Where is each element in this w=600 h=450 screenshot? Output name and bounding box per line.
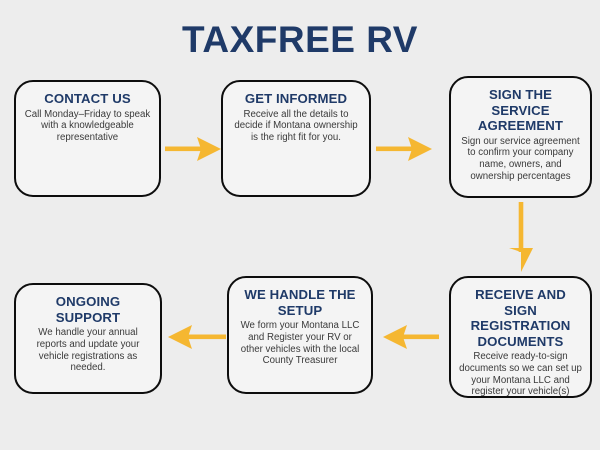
- step-heading: ONGOING SUPPORT: [55, 294, 121, 325]
- step-body: Call Monday–Friday to speak with a knowl…: [24, 108, 151, 144]
- page-title: TAXFREE RV: [182, 19, 418, 60]
- arrow-right-icon: [376, 132, 432, 166]
- step-box-contact-us: CONTACT US Call Monday–Friday to speak w…: [14, 80, 161, 197]
- step-body: We form your Montana LLC and Register yo…: [240, 320, 360, 367]
- step-heading: RECEIVE AND SIGN REGISTRATION DOCUMENTS: [470, 287, 571, 349]
- step-body: Receive all the details to decide if Mon…: [234, 108, 358, 144]
- step-heading: WE HANDLE THE SETUP: [244, 287, 356, 318]
- step-box-we-handle-the-setup: WE HANDLE THE SETUP We form your Montana…: [227, 276, 373, 394]
- step-body: Receive ready-to-sign documents so we ca…: [459, 351, 582, 398]
- step-body: Sign our service agreement to confirm yo…: [461, 135, 580, 182]
- step-heading: GET INFORMED: [244, 91, 348, 106]
- step-box-get-informed: GET INFORMED Receive all the details to …: [221, 80, 371, 197]
- arrow-right-icon: [165, 132, 221, 166]
- arrow-left-icon: [166, 320, 226, 354]
- step-box-sign-the-service-agreement: SIGN THE SERVICE AGREEMENT Sign our serv…: [449, 76, 592, 198]
- step-heading: CONTACT US: [44, 91, 131, 106]
- arrow-left-icon: [381, 320, 439, 354]
- step-heading: SIGN THE SERVICE AGREEMENT: [477, 87, 564, 133]
- step-body: We handle your annual reports and update…: [36, 327, 140, 374]
- step-box-ongoing-support: ONGOING SUPPORT We handle your annual re…: [14, 283, 162, 394]
- step-box-receive-and-sign-registration-documents: RECEIVE AND SIGN REGISTRATION DOCUMENTS …: [449, 276, 592, 398]
- arrow-down-icon: [504, 202, 538, 272]
